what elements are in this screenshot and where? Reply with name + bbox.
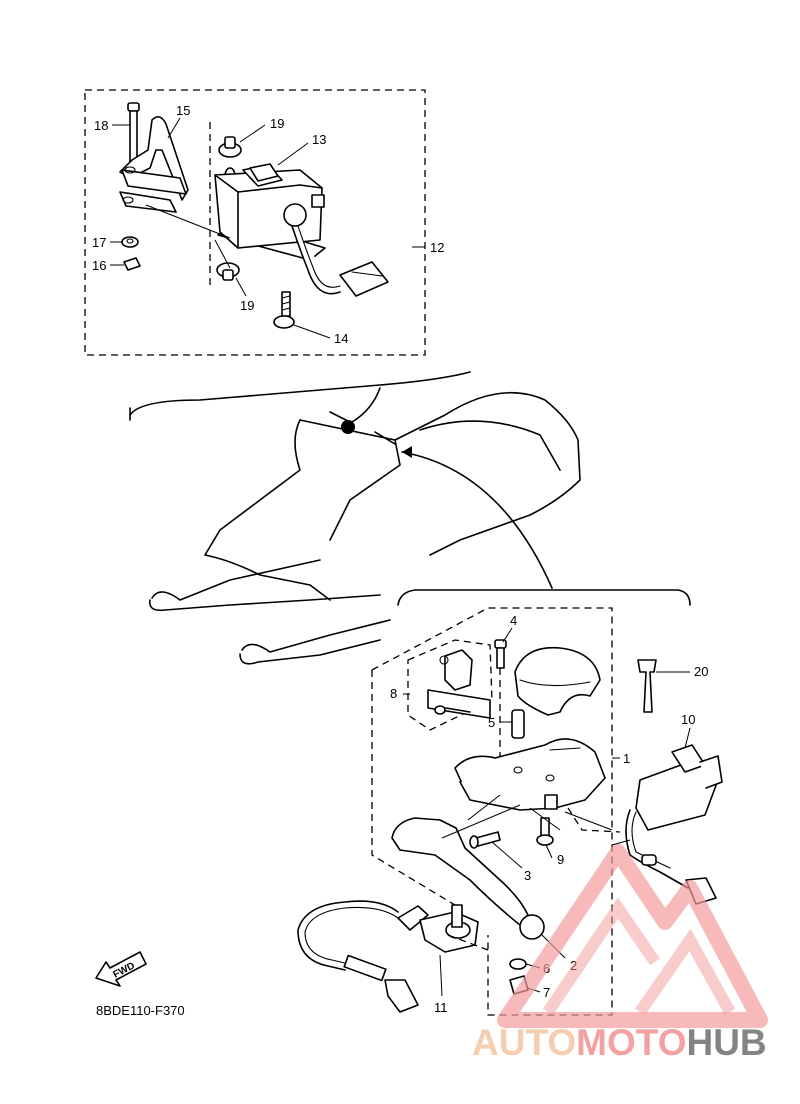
callout-19-bottom: 19	[240, 298, 254, 313]
watermark-logo: AUTOMOTOHUB	[472, 844, 768, 1063]
watermark-moto: MOTO	[576, 1022, 686, 1063]
watermark-auto: AUTO	[472, 1022, 576, 1063]
location-marker	[341, 420, 355, 434]
screw-3	[469, 831, 501, 849]
callout-4: 4	[510, 613, 517, 628]
callout-11: 11	[434, 1000, 448, 1015]
damper-19-bottom	[216, 262, 240, 281]
callout-19-top: 19	[270, 116, 284, 131]
callout-16: 16	[92, 258, 106, 273]
nut-16	[123, 257, 141, 271]
detail-box-12	[84, 89, 426, 356]
throttle-housing-1	[454, 738, 606, 811]
callout-labels: 18 15 19 13 12 17 16 19 14 4 20 8	[92, 103, 708, 1015]
switch-8	[427, 649, 491, 719]
callout-10: 10	[681, 712, 695, 727]
callout-5: 5	[488, 715, 495, 730]
throttle-sensor-11	[297, 900, 479, 1013]
callout-13: 13	[312, 132, 326, 147]
svg-text:AUTOMOTOHUB: AUTOMOTOHUB	[472, 1022, 767, 1063]
fwd-arrow-icon: FWD	[95, 951, 147, 987]
watermark-hub: HUB	[686, 1022, 766, 1063]
drawing-code: 8BDE110-F370	[96, 1003, 185, 1018]
cable-tie-20	[637, 659, 657, 713]
callout-8: 8	[390, 686, 397, 701]
callout-7: 7	[543, 985, 550, 1000]
washer-17	[121, 236, 139, 248]
callout-1: 1	[623, 751, 630, 766]
callout-9: 9	[557, 852, 564, 867]
fwd-label: FWD	[112, 960, 137, 980]
callout-20: 20	[694, 664, 708, 679]
throttle-lever-2	[391, 817, 545, 940]
callout-12: 12	[430, 240, 444, 255]
collar-5	[511, 709, 525, 739]
bolt-4	[494, 639, 507, 760]
detail-box-1	[371, 607, 613, 1016]
callout-18: 18	[94, 118, 108, 133]
callout-17: 17	[92, 235, 106, 250]
switch-module-13	[214, 163, 389, 297]
callout-3: 3	[524, 868, 531, 883]
throttle-cover	[514, 646, 601, 716]
callout-14: 14	[334, 331, 348, 346]
bracket-15	[119, 116, 189, 213]
bolt-9	[536, 817, 554, 846]
screw-14	[273, 291, 295, 329]
snowmobile-outline	[129, 371, 581, 665]
callout-15: 15	[176, 103, 190, 118]
washer-6	[509, 958, 527, 970]
